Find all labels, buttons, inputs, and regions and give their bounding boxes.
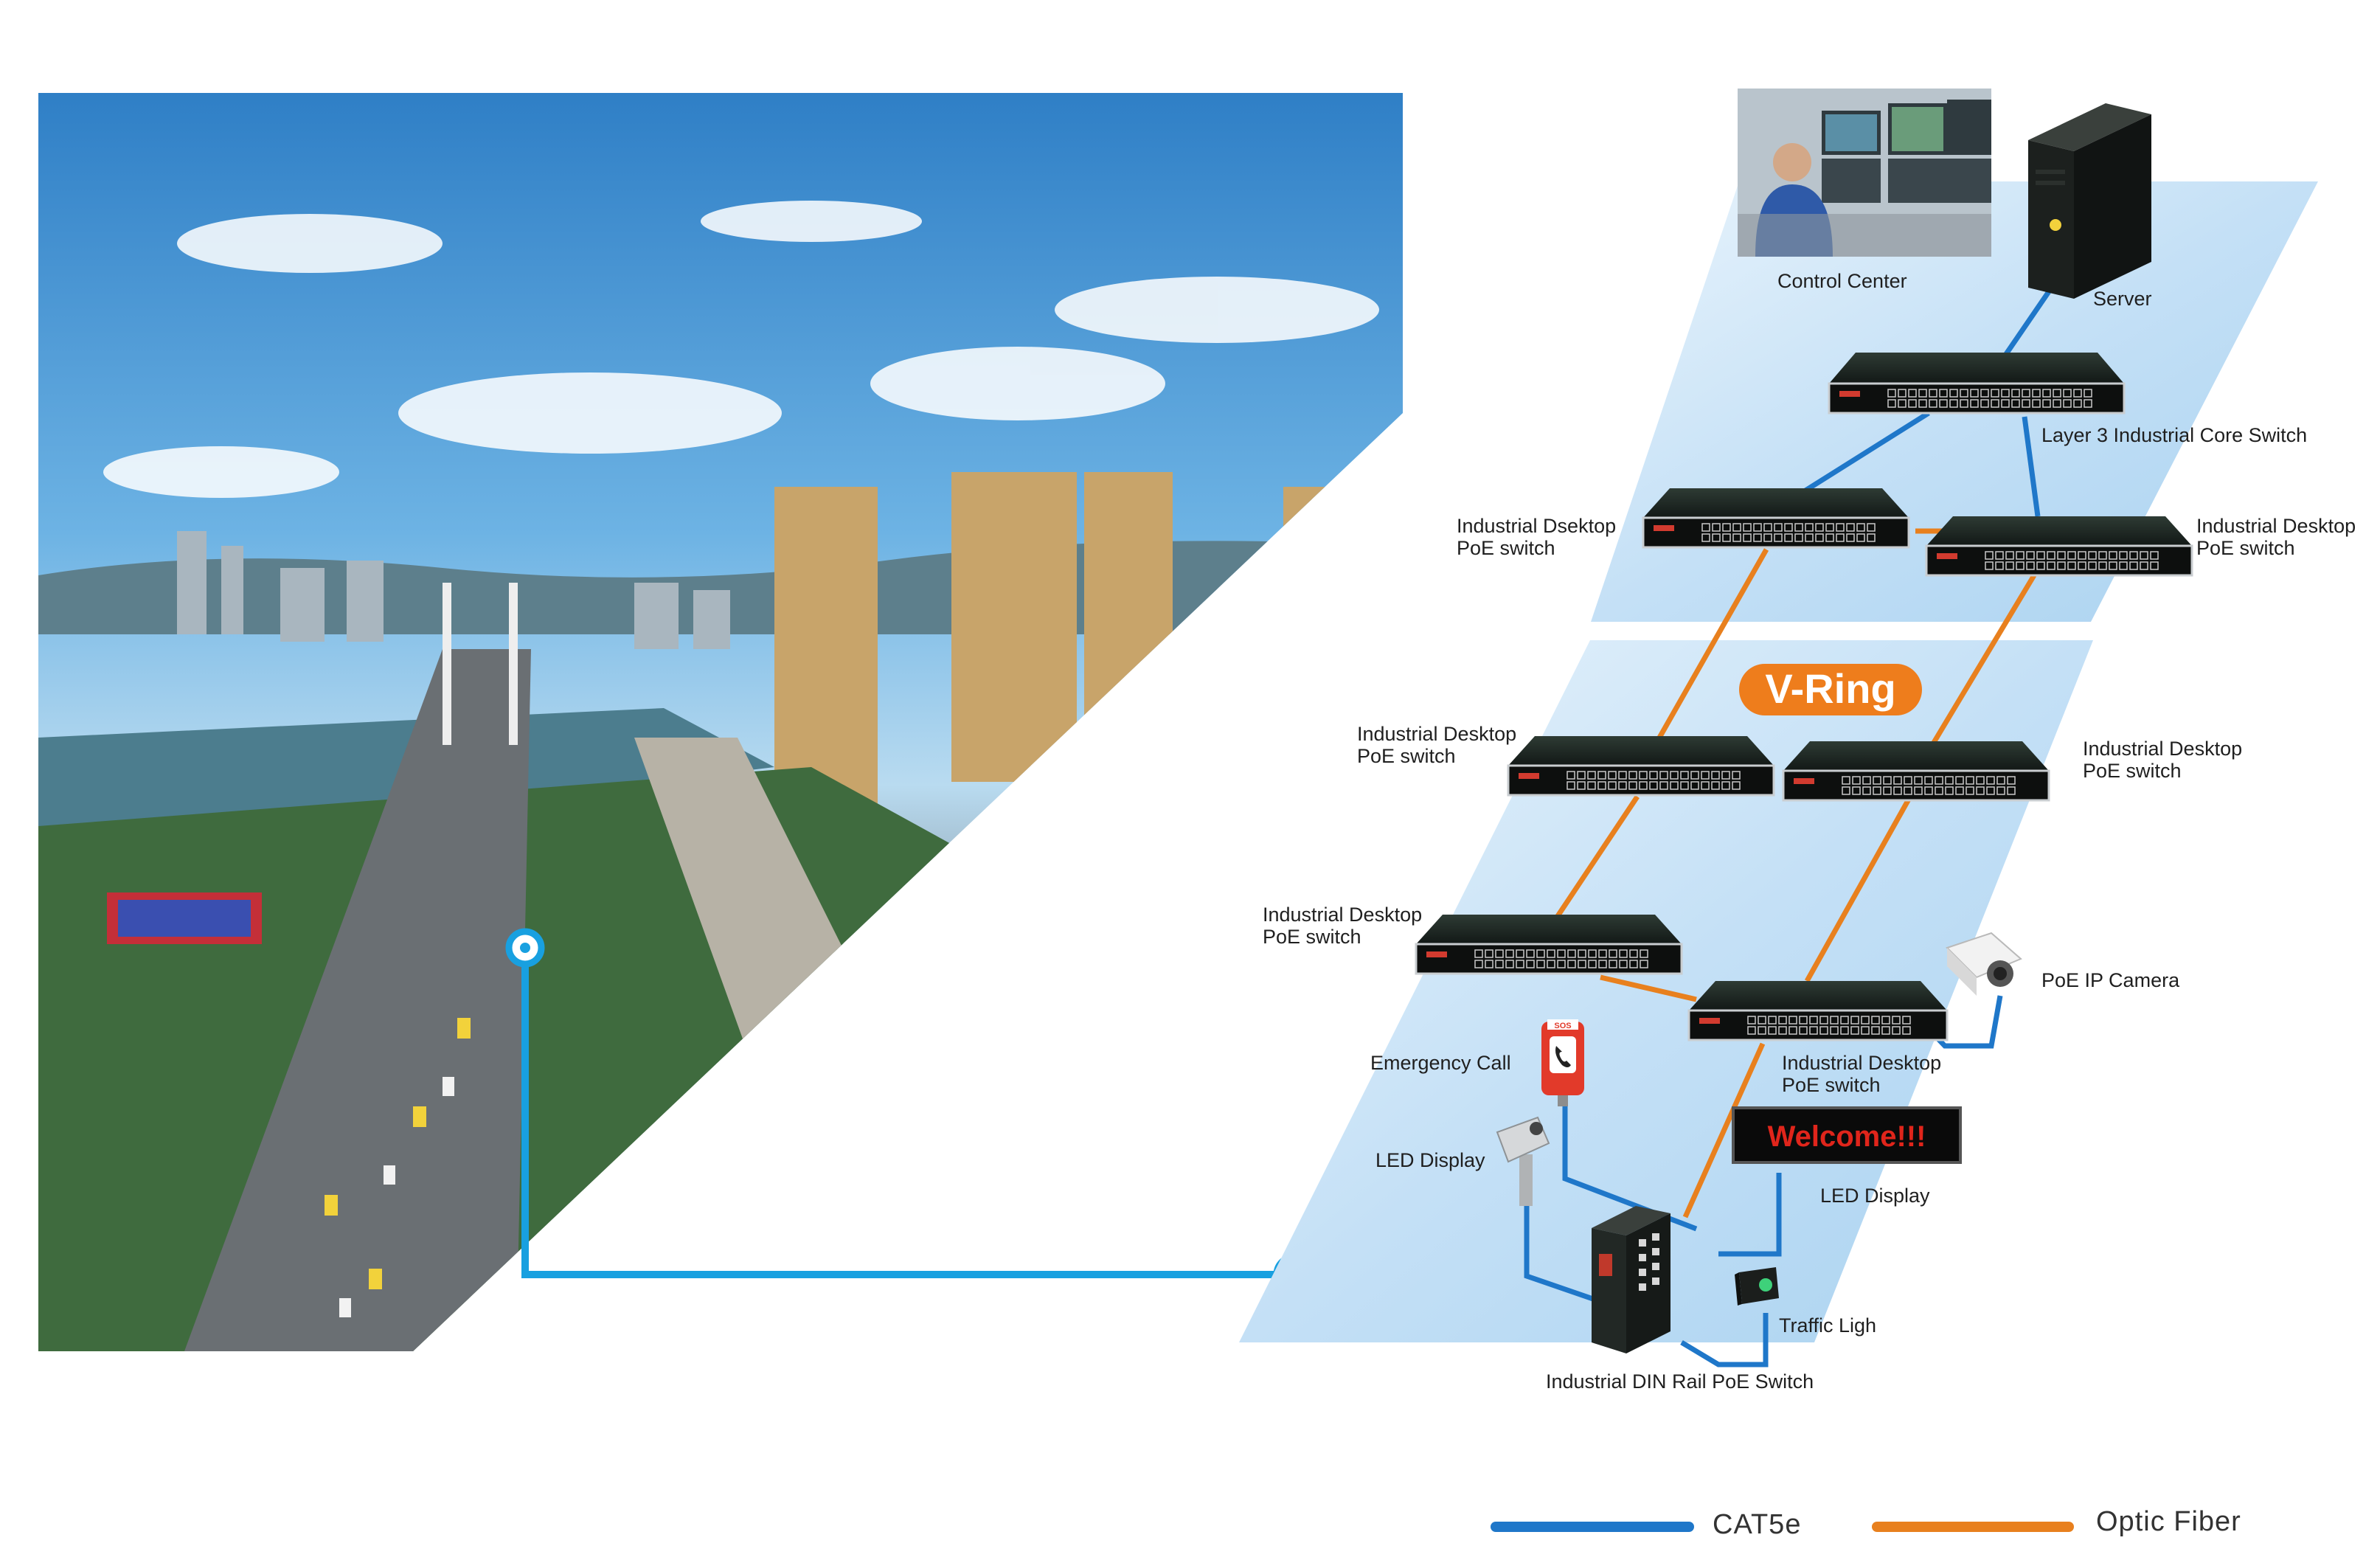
led-display-post-icon (1496, 1116, 1550, 1206)
switch-top-left-icon (1642, 488, 1910, 549)
control-center-photo (1738, 89, 1991, 257)
led-sign: Welcome!!! (1732, 1106, 1962, 1164)
traffic-light-icon (1735, 1267, 1779, 1306)
din-to-led-right-link (1718, 1173, 1782, 1257)
ring-link-2 (1656, 548, 1769, 739)
din-rail-switch-label: Industrial DIN Rail PoE Switch (1546, 1370, 1814, 1393)
poe-camera-label: PoE IP Camera (2041, 969, 2180, 991)
svg-text:Welcome!!!: Welcome!!! (1768, 1120, 1926, 1153)
ring-link-6 (1600, 974, 1697, 1002)
switch-top-right-icon (1925, 516, 2193, 577)
ring-link-3 (1929, 574, 2037, 746)
legend-fiber-label: Optic Fiber (2096, 1506, 2241, 1537)
led-display-right-label: LED Display (1820, 1185, 1930, 1207)
core-switch-icon (1828, 353, 2126, 415)
switch-low-left-label: Industrial Desktop PoE switch (1263, 904, 1423, 948)
switch-low-left-icon (1415, 915, 1683, 975)
core-to-left-link (1798, 411, 1930, 496)
switch-mid-right-icon (1782, 741, 2050, 802)
emergency-call-label: Emergency Call (1370, 1052, 1511, 1074)
switch-top-left-label: Industrial Dsektop PoE switch (1457, 515, 1617, 559)
switch-mid-left-label: Industrial Desktop PoE switch (1357, 723, 1517, 767)
control-center-label: Control Center (1777, 270, 1907, 292)
din-to-traffic-link (1680, 1313, 1769, 1367)
switch-low-center-icon (1687, 981, 1949, 1041)
ring-link-5 (1804, 795, 1913, 982)
svg-text:V-Ring: V-Ring (1765, 665, 1895, 712)
switch-low-center-label: Industrial Desktop PoE switch (1782, 1052, 1942, 1096)
legend-cat5e-label: CAT5e (1713, 1509, 1802, 1540)
emergency-call-icon: SOS (1541, 1019, 1584, 1106)
fiber-links (1554, 528, 2037, 1218)
city-photo (38, 93, 1403, 1351)
ring-link-4 (1554, 795, 1640, 920)
server-to-core-link (2004, 285, 2055, 356)
din-to-led-left-link (1524, 1173, 1614, 1308)
switch-mid-left-icon (1507, 736, 1775, 797)
server-label: Server (2093, 288, 2152, 310)
core-switch-label: Layer 3 Industrial Core Switch (2041, 424, 2308, 446)
din-rail-switch-icon (1592, 1206, 1670, 1353)
ring-link-7 (1682, 1042, 1766, 1218)
server-tower (2028, 103, 2151, 299)
core-to-right-link (2022, 416, 2041, 517)
v-ring-badge: V-Ring (1739, 664, 1922, 715)
svg-text:SOS: SOS (1554, 1022, 1571, 1030)
switch-mid-right-label: Industrial Desktop PoE switch (2083, 738, 2243, 782)
poe-camera-icon (1946, 932, 2022, 996)
led-display-left-label: LED Display (1375, 1149, 1485, 1171)
switch-top-right-label: Industrial Desktop PoE switch (2196, 515, 2356, 559)
traffic-light-label: Traffic Ligh (1779, 1314, 1877, 1337)
